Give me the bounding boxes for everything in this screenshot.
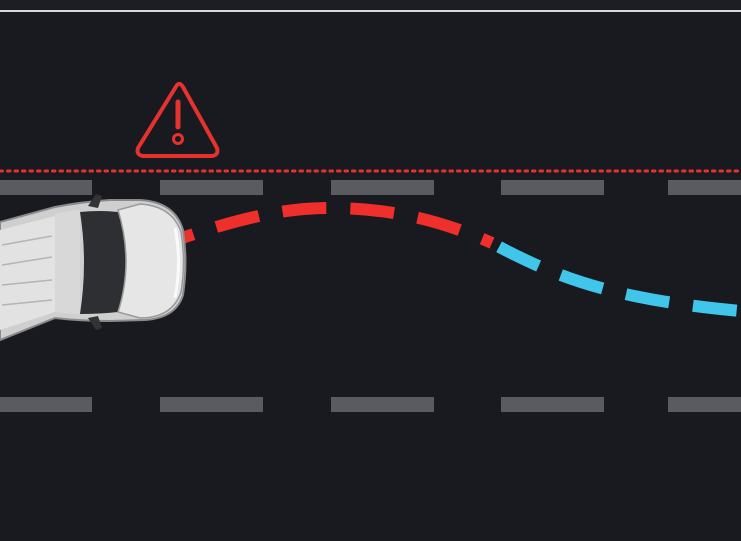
deviation-path-red — [182, 208, 492, 243]
warning-triangle-icon — [138, 84, 218, 156]
lane-dash — [160, 180, 263, 195]
lane-dash — [331, 180, 434, 195]
van-top-view-icon — [0, 194, 186, 340]
lane-dash — [501, 397, 604, 412]
lane-dash — [0, 397, 92, 412]
lane-dash — [668, 397, 741, 412]
lane-dash — [0, 180, 92, 195]
corrected-path-blue — [492, 243, 741, 311]
lane-dash — [501, 180, 604, 195]
upper-lane-markings — [0, 180, 741, 195]
lower-lane-markings — [0, 397, 741, 412]
lane-dash — [668, 180, 741, 195]
lane-dash — [160, 397, 263, 412]
lane-dash — [331, 397, 434, 412]
